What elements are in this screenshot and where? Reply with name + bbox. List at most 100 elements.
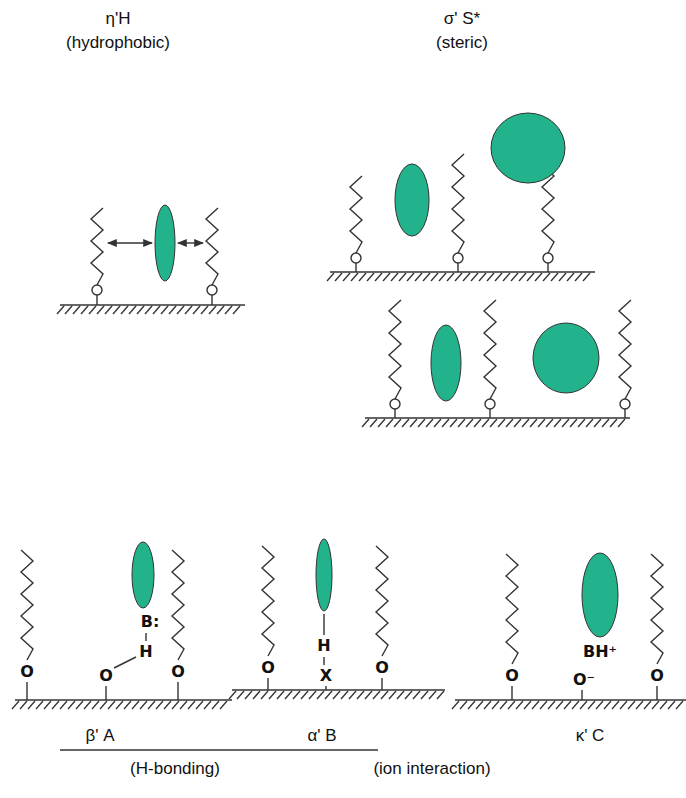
surface-hatch — [530, 419, 537, 427]
surface-hatch — [458, 419, 465, 427]
mode-name: (steric) — [436, 34, 488, 51]
surface-hatch — [421, 691, 428, 699]
surface-hatch — [301, 691, 308, 699]
surface-hatch — [463, 273, 470, 281]
bond-line — [96, 295, 97, 305]
surface-hatch — [383, 273, 390, 281]
surface-hatch — [57, 306, 64, 314]
surface-hatch — [185, 306, 192, 314]
anchor-oxygen — [453, 253, 463, 263]
surface-hatch — [452, 701, 459, 709]
surface-hatch — [121, 306, 128, 314]
surface-hatch — [508, 701, 515, 709]
surface-hatch — [439, 273, 446, 281]
surface-hatch — [466, 419, 473, 427]
surface-hatch — [180, 701, 187, 709]
surface-hatch — [132, 701, 139, 709]
surface-hatch — [551, 273, 558, 281]
surface-hatch — [418, 419, 425, 427]
surface-hatch — [516, 701, 523, 709]
surface-hatch — [468, 701, 475, 709]
surface-hatch — [570, 419, 577, 427]
surface-hatch — [237, 691, 244, 699]
surface-hatch — [52, 701, 59, 709]
bond-line — [323, 657, 324, 665]
surface-hatch — [474, 419, 481, 427]
surface-hatch — [229, 691, 236, 699]
surface-hatch — [543, 273, 550, 281]
surface-hatch — [156, 701, 163, 709]
surface-hatch — [471, 273, 478, 281]
surface-hatch — [161, 306, 168, 314]
surface-hatch — [604, 701, 611, 709]
surface-hatch — [137, 306, 144, 314]
atom-label: BH⁺ — [581, 644, 619, 660]
surface-hatch — [519, 273, 526, 281]
surface-hatch — [644, 701, 651, 709]
surface-hatch — [506, 419, 513, 427]
surface-hatch — [335, 273, 342, 281]
surface-hatch — [583, 273, 590, 281]
surface-hatch — [636, 701, 643, 709]
surface-hatch — [12, 701, 19, 709]
surface-hatch — [212, 701, 219, 709]
surface-hatch — [612, 701, 619, 709]
surface-hatch — [594, 419, 601, 427]
surface-hatch — [660, 701, 667, 709]
bond-line — [177, 682, 178, 700]
surface-hatch — [586, 419, 593, 427]
surface-hatch — [484, 701, 491, 709]
surface-hatch — [490, 419, 497, 427]
atom-label: O⁻ — [573, 672, 595, 688]
mode-symbol: σ' S* — [444, 10, 480, 27]
bond-line — [489, 409, 490, 418]
bond-line — [511, 686, 512, 700]
bond-line — [457, 263, 458, 272]
surface-hatch — [204, 701, 211, 709]
surface-hatch — [193, 306, 200, 314]
atom-label: O — [505, 668, 519, 684]
surface-hatch — [68, 701, 75, 709]
bond-line — [394, 409, 395, 418]
mode-symbol: β' A — [85, 727, 114, 744]
alkyl-chain — [91, 208, 103, 285]
surface-hatch — [148, 701, 155, 709]
anchor-oxygen — [92, 285, 102, 295]
surface-hatch — [538, 419, 545, 427]
surface-hatch — [447, 273, 454, 281]
surface-hatch — [575, 273, 582, 281]
surface-hatch — [201, 306, 208, 314]
surface-hatch — [564, 701, 571, 709]
bracket-line — [60, 749, 378, 750]
surface-hatch — [426, 419, 433, 427]
anchor-oxygen — [207, 285, 217, 295]
surface-hatch — [140, 701, 147, 709]
surface-hatch — [370, 419, 377, 427]
solute-molecule — [533, 323, 599, 393]
surface-hatch — [97, 306, 104, 314]
surface-hatch — [76, 701, 83, 709]
surface-hatch — [89, 306, 96, 314]
surface-hatch — [548, 701, 555, 709]
mode-symbol: η'H — [106, 10, 131, 27]
bond-line — [581, 690, 582, 700]
surface-hatch — [351, 273, 358, 281]
surface-hatch — [391, 273, 398, 281]
surface-hatch — [410, 419, 417, 427]
surface-hatch — [277, 691, 284, 699]
anchor-oxygen — [390, 399, 400, 409]
surface-hatch — [556, 701, 563, 709]
alkyl-chain — [262, 546, 274, 656]
surface-hatch — [514, 419, 521, 427]
surface-hatch — [349, 691, 356, 699]
alkyl-chain — [389, 300, 401, 399]
surface-hatch — [373, 691, 380, 699]
bond-line — [325, 686, 326, 690]
surface-hatch — [253, 691, 260, 699]
surface-hatch — [559, 273, 566, 281]
bond-line — [114, 657, 136, 668]
surface-hatch — [431, 273, 438, 281]
drawing — [12, 113, 686, 750]
surface-hatch — [188, 701, 195, 709]
surface-hatch — [105, 306, 112, 314]
